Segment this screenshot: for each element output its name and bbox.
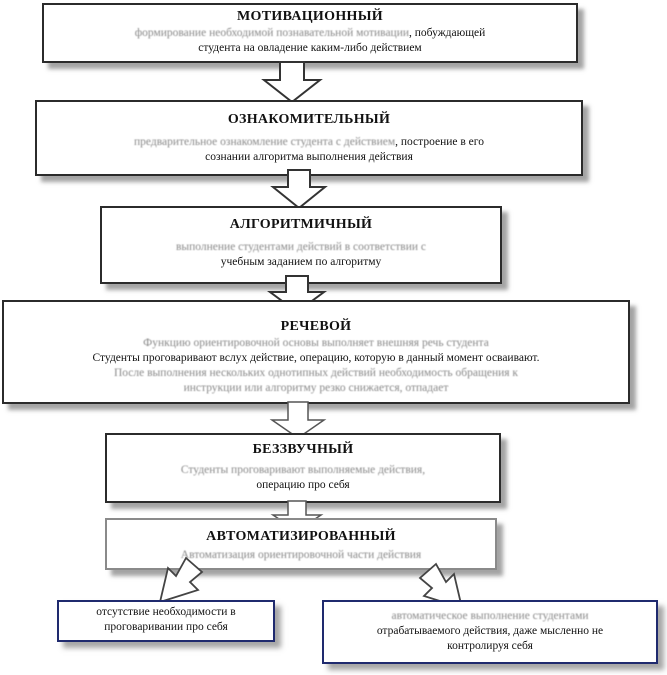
stage-text-line: Студенты проговаривают вслух действие, о…	[12, 351, 620, 366]
outcome-text-line: проговаривании про себя	[65, 620, 267, 635]
stage-text-faded: выполнение студентами действий в соответ…	[175, 241, 426, 253]
stage-text-line: учебным заданием по алгоритму	[110, 255, 492, 270]
outcome-text-line: отрабатываемого действия, даже мысленно …	[330, 624, 650, 639]
stage-text-line: сознании алгоритма выполнения действия	[45, 150, 573, 165]
stage-text: учебным заданием по алгоритму	[220, 256, 382, 268]
outcome-text-faded: автоматическое выполнение студентами	[391, 610, 589, 622]
stage-text-line: Функцию ориентировочной основы выполняет…	[12, 336, 620, 351]
stage-text-line: Студенты проговаривают выполняемые дейст…	[115, 463, 491, 478]
stage-title: БЕЗЗВУЧНЫЙ	[252, 442, 354, 457]
stage-text-faded: Функцию ориентировочной основы выполняет…	[143, 337, 489, 349]
stage-title: АЛГОРИТМИЧНЫЙ	[229, 217, 373, 232]
stage-box-silent: БЕЗЗВУЧНЫЙ Студенты проговаривают выполн…	[105, 433, 501, 503]
down-arrow-icon	[261, 61, 323, 104]
outcome-text-line: отсутствие необходимости в	[65, 605, 267, 620]
outcome-box-automatic-execution: автоматическое выполнение студентами отр…	[322, 600, 658, 664]
down-arrow-icon	[269, 401, 327, 439]
outcome-text: проговаривании про себя	[104, 621, 228, 633]
outcome-text: отрабатываемого действия, даже мысленно …	[376, 625, 604, 637]
stage-text: сознании алгоритма выполнения действия	[205, 151, 413, 163]
stage-text: Студенты проговаривают вслух действие, о…	[92, 352, 540, 364]
outcome-text-line: контролируя себя	[330, 639, 650, 654]
stage-text: , построение в его	[395, 136, 484, 148]
stage-text-line: предварительное ознакомление студента с …	[45, 135, 573, 150]
outcome-text: отсутствие необходимости в	[96, 606, 236, 618]
stage-text-line: студента на овладение каким-либо действи…	[52, 41, 568, 56]
down-left-arrow-icon	[158, 556, 204, 604]
stage-box-introductory: ОЗНАКОМИТЕЛЬНЫЙ предварительное ознакомл…	[35, 100, 583, 176]
stage-text-line: Автоматизация ориентировочной части дейс…	[115, 548, 487, 563]
stage-text: студента на овладение каким-либо действи…	[198, 42, 422, 54]
stage-box-algorithmic: АЛГОРИТМИЧНЫЙ выполнение студентами дейс…	[100, 206, 502, 284]
stage-text-faded: формирование необходимой познавательной …	[134, 27, 410, 39]
stage-title: ОЗНАКОМИТЕЛЬНЫЙ	[227, 112, 391, 127]
stage-text-faded: Студенты проговаривают выполняемые дейст…	[180, 464, 426, 476]
stage-title: АВТОМАТИЗИРОВАННЫЙ	[206, 529, 396, 544]
stage-text: операцию про себя	[256, 479, 350, 491]
stage-box-speech: РЕЧЕВОЙ Функцию ориентировочной основы в…	[2, 300, 630, 404]
stage-box-automated: АВТОМАТИЗИРОВАННЫЙ Автоматизация ориенти…	[105, 518, 497, 570]
stage-text-line: формирование необходимой познавательной …	[52, 26, 568, 41]
stage-text-line: После выполнения нескольких однотипных д…	[12, 366, 620, 381]
outcome-text-line: автоматическое выполнение студентами	[330, 609, 650, 624]
stage-text-line: инструкции или алгоритму резко снижается…	[12, 381, 620, 396]
outcome-box-no-inner-speech: отсутствие необходимости в проговаривани…	[57, 600, 275, 642]
stage-text-faded: инструкции или алгоритму резко снижается…	[183, 382, 449, 394]
stage-text-line: выполнение студентами действий в соответ…	[110, 240, 492, 255]
stage-text-line: операцию про себя	[115, 478, 491, 493]
stage-text-faded: Автоматизация ориентировочной части дейс…	[180, 549, 422, 561]
stage-title: МОТИВАЦИОННЫЙ	[237, 9, 383, 24]
stage-text-faded: После выполнения нескольких однотипных д…	[113, 367, 519, 379]
stage-text-faded: предварительное ознакомление студента с …	[134, 136, 396, 148]
down-arrow-icon	[270, 169, 328, 210]
stage-text: , побуждающей	[409, 27, 486, 39]
outcome-text: контролируя себя	[447, 640, 533, 652]
stage-title: РЕЧЕВОЙ	[280, 319, 352, 334]
stage-box-motivational: МОТИВАЦИОННЫЙ формирование необходимой п…	[42, 3, 578, 63]
